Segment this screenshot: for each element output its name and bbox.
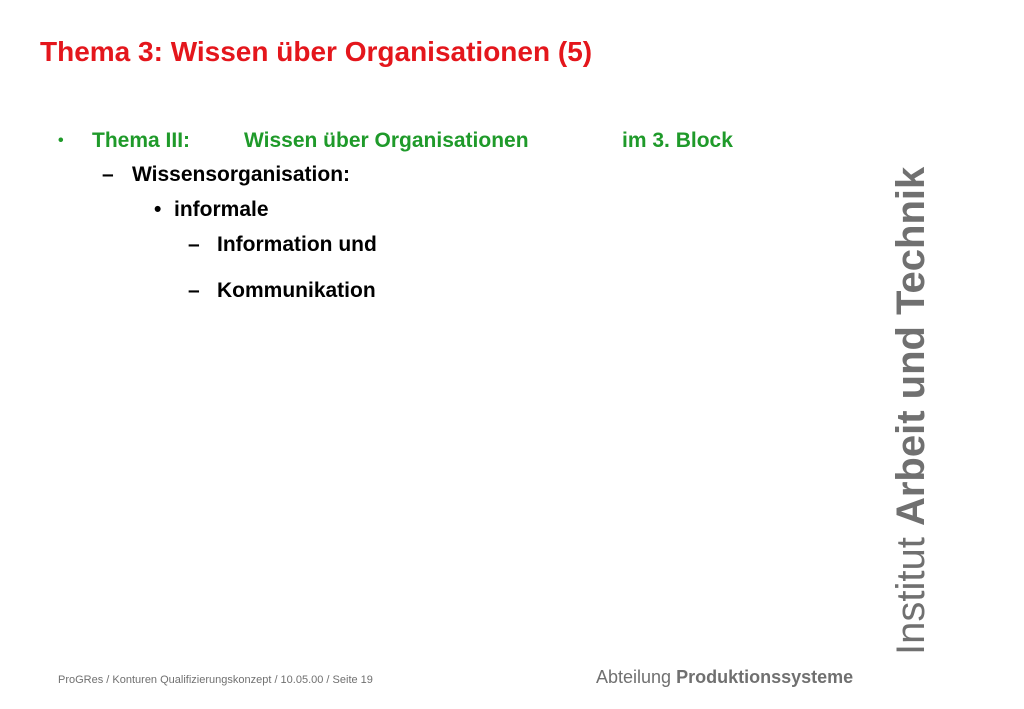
institute-logo-text: Institut Arbeit und Technik bbox=[889, 167, 933, 655]
institute-word: Institut bbox=[889, 537, 933, 655]
bullet-text: Kommunikation bbox=[217, 279, 376, 302]
department-name: Produktionssysteme bbox=[676, 667, 854, 687]
bullet-text: Wissensorganisation: bbox=[132, 163, 351, 186]
topic-label: Thema III: bbox=[92, 129, 191, 152]
footer-department: Abteilung Produktionssysteme bbox=[596, 667, 853, 688]
department-label: Abteilung bbox=[596, 667, 672, 687]
bullet-marker: • bbox=[58, 132, 64, 149]
dash-marker: – bbox=[102, 163, 114, 186]
dash-marker: – bbox=[188, 279, 200, 302]
bullet-text: Information und bbox=[217, 233, 377, 256]
bullet-text: informale bbox=[174, 198, 269, 221]
footer-reference: ProGRes / Konturen Qualifizierungskonzep… bbox=[58, 674, 373, 686]
topic-name: Wissen über Organisationen bbox=[244, 129, 529, 152]
slide-title: Thema 3: Wissen über Organisationen (5) bbox=[40, 36, 593, 67]
dash-marker: – bbox=[188, 233, 200, 256]
topic-block: im 3. Block bbox=[622, 129, 733, 152]
bullet-marker: • bbox=[154, 198, 162, 221]
institute-name: Arbeit und Technik bbox=[889, 166, 933, 527]
